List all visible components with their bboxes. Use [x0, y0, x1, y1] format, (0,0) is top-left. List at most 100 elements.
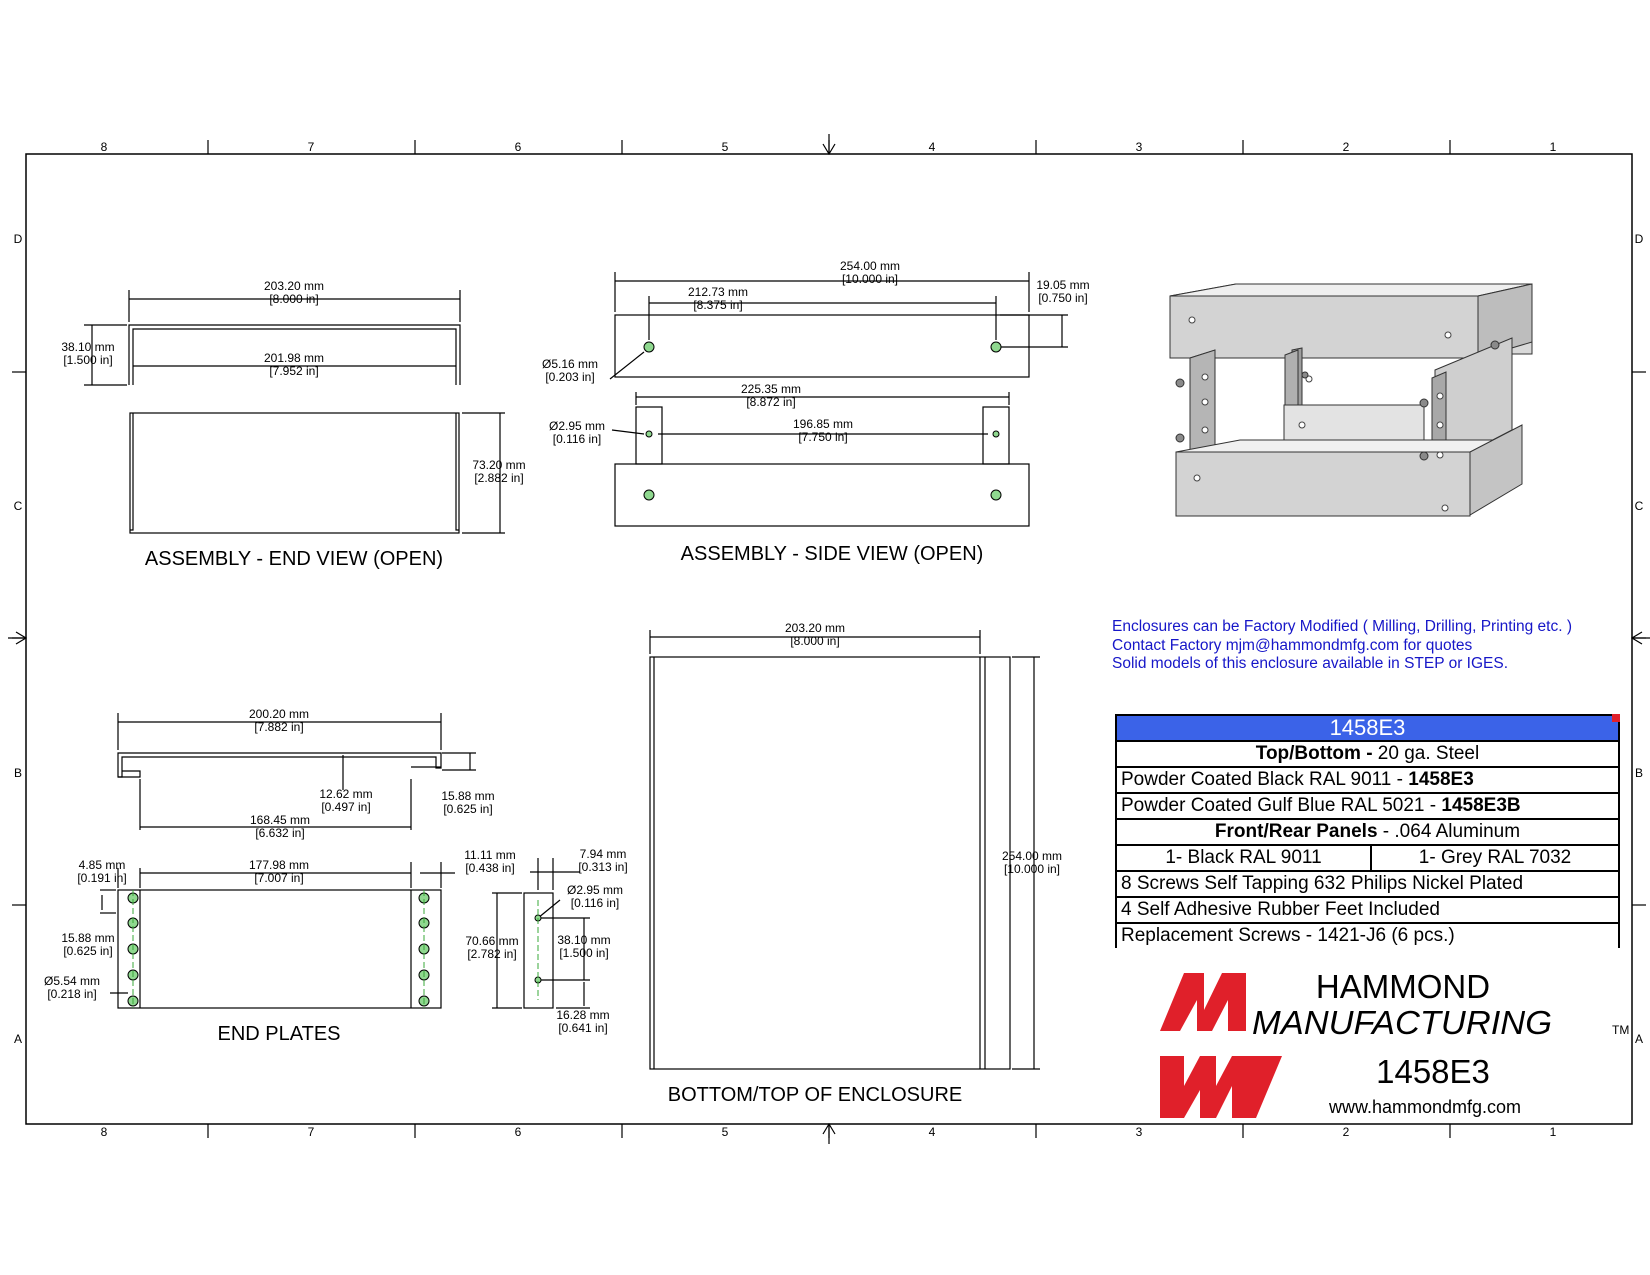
spec-row-top-bottom: Top/Bottom - 20 ga. Steel	[1115, 740, 1620, 768]
dim-side-flange-in: [0.313 in]	[578, 860, 627, 874]
dim-side-hole-dia: Ø5.16 mm	[542, 357, 598, 371]
spec-blue-part: 1458E3B	[1441, 795, 1521, 816]
dim-end-width: 203.20 mm	[264, 279, 324, 293]
side-view-drawing	[609, 272, 1068, 527]
end-plates-drawing	[100, 713, 590, 1009]
side-view-holes	[643, 341, 1002, 501]
dim-bottom-width: 203.20 mm	[785, 621, 845, 635]
logo-line1: HAMMOND	[1316, 968, 1490, 1005]
grid-col-label: 5	[722, 140, 729, 154]
dim-plate-span: 177.98 mm	[249, 858, 309, 872]
dim-plate-pitch: 15.88 mm	[61, 931, 114, 945]
spec-table: 1458E3 Top/Bottom - 20 ga. Steel Powder …	[1115, 714, 1620, 948]
dim-side-holes: 212.73 mm	[688, 285, 748, 299]
grid-col-label: 3	[1136, 140, 1143, 154]
grid-row-label: A	[14, 1032, 22, 1046]
dim-plate-inner-in: [6.632 in]	[255, 826, 304, 840]
grid-col-label: 2	[1343, 1125, 1350, 1139]
dim-plate-edge: 4.85 mm	[79, 858, 126, 872]
dim-plate-pitch-in: [0.625 in]	[63, 944, 112, 958]
bottom-view-title: BOTTOM/TOP OF ENCLOSURE	[668, 1084, 963, 1106]
grid-row-label: B	[1635, 766, 1643, 780]
dim-side-holes-span: 38.10 mm	[557, 933, 610, 947]
grid-col-label: 5	[722, 1125, 729, 1139]
grid-col-label: 8	[101, 1125, 108, 1139]
spec-panel-black: 1- Black RAL 9011	[1115, 844, 1372, 872]
dim-side-hole-in: [0.116 in]	[571, 896, 619, 910]
dim-end-inner-in: [7.952 in]	[269, 364, 318, 378]
spec-top-bottom-value: 20 ga. Steel	[1372, 743, 1480, 764]
logo-part-number: 1458E3	[1376, 1053, 1490, 1090]
note-line: Solid models of this enclosure available…	[1112, 655, 1509, 672]
grid-row-label: B	[14, 766, 22, 780]
logo-url: www.hammondmfg.com	[1328, 1097, 1521, 1117]
dim-plate-length: 200.20 mm	[249, 707, 309, 721]
spec-header: 1458E3	[1115, 714, 1620, 742]
dim-side-length: 254.00 mm	[840, 259, 900, 273]
dim-end-width-in: [8.000 in]	[269, 292, 318, 306]
spec-row-black: Powder Coated Black RAL 9011 - 1458E3	[1115, 766, 1620, 794]
dim-side-flange: 7.94 mm	[580, 847, 627, 861]
side-view-title: ASSEMBLY - SIDE VIEW (OPEN)	[681, 543, 984, 565]
dim-bottom-width-in: [8.000 in]	[790, 634, 839, 648]
dim-plate-length-in: [7.882 in]	[254, 720, 303, 734]
dim-end-height-in: [1.500 in]	[63, 353, 112, 367]
dim-plate-flange: 12.62 mm	[319, 787, 372, 801]
dim-end-total: 73.20 mm	[472, 458, 525, 472]
spec-panels-value: - .064 Aluminum	[1377, 821, 1521, 842]
note-line: Contact Factory mjm@hammondmfg.com for q…	[1112, 636, 1473, 654]
dim-side-holes-span-in: [1.500 in]	[559, 946, 608, 960]
spec-row-panels: Front/Rear Panels - .064 Aluminum	[1115, 818, 1620, 846]
grid-row-label: C	[14, 499, 23, 513]
bottom-view-drawing	[649, 630, 1040, 1070]
dim-plate-tall-in: [2.782 in]	[467, 947, 516, 961]
spec-blue-text: Powder Coated Gulf Blue RAL 5021 -	[1121, 795, 1442, 816]
factory-notes: Enclosures can be Factory Modified ( Mil…	[1112, 618, 1572, 674]
grid-col-label: 1	[1550, 1125, 1557, 1139]
dim-side-small-spacing: 196.85 mm	[793, 417, 853, 431]
spec-panel-grey: 1- Grey RAL 7032	[1370, 844, 1620, 872]
dim-side-bottom-in: [0.641 in]	[558, 1021, 607, 1035]
dim-plate-span-in: [7.007 in]	[254, 871, 303, 885]
grid-row-label: D	[14, 232, 23, 246]
logo-tm: TM	[1612, 1023, 1629, 1037]
center-markers	[8, 134, 1650, 1144]
dim-bottom-length-in: [10.000 in]	[1004, 862, 1060, 876]
dim-plate-hole-dia: Ø5.54 mm	[44, 974, 100, 988]
dim-end-total-in: [2.882 in]	[474, 471, 523, 485]
grid-col-label: 4	[929, 1125, 936, 1139]
grid-col-label: 4	[929, 140, 936, 154]
dim-plate-edge-in: [0.191 in]	[77, 871, 126, 885]
spec-black-part: 1458E3	[1408, 769, 1474, 790]
dim-side-small-hole: Ø2.95 mm	[549, 419, 605, 433]
dim-side-length-in: [10.000 in]	[842, 272, 898, 286]
spec-row-feet: 4 Self Adhesive Rubber Feet Included	[1115, 896, 1620, 924]
spec-panels-label: Front/Rear Panels	[1214, 821, 1378, 842]
dim-plate-height-in: [0.625 in]	[443, 802, 492, 816]
dim-side-plates-in: [8.872 in]	[746, 395, 795, 409]
grid-col-label: 6	[515, 140, 522, 154]
dim-side-holes-in: [8.375 in]	[693, 298, 742, 312]
grid-row-label: A	[1635, 1032, 1643, 1046]
spec-row-blue: Powder Coated Gulf Blue RAL 5021 - 1458E…	[1115, 792, 1620, 820]
grid-row-label: C	[1635, 499, 1644, 513]
corner-mark	[1612, 714, 1620, 722]
dim-plate-flange-in: [0.497 in]	[321, 800, 370, 814]
dim-side-hole-offset-in: [0.750 in]	[1038, 291, 1087, 305]
dim-plate-right-in: [0.438 in]	[465, 861, 514, 875]
spec-row-replacement: Replacement Screws - 1421-J6 (6 pcs.)	[1115, 922, 1620, 948]
grid-col-label: 3	[1136, 1125, 1143, 1139]
end-view-title: ASSEMBLY - END VIEW (OPEN)	[145, 548, 443, 570]
grid-col-label: 7	[308, 140, 315, 154]
spec-top-bottom-label: Top/Bottom -	[1255, 743, 1373, 764]
logo-line2: MANUFACTURING	[1252, 1004, 1552, 1041]
dim-plate-hole-dia-in: [0.218 in]	[47, 987, 96, 1001]
end-plates-title: END PLATES	[218, 1023, 341, 1045]
dim-side-hole-offset: 19.05 mm	[1036, 278, 1089, 292]
dim-end-inner: 201.98 mm	[264, 351, 324, 365]
dim-plate-inner: 168.45 mm	[250, 813, 310, 827]
dim-side-small-hole-in: [0.116 in]	[553, 432, 601, 446]
enclosure-3d-illustration	[1169, 283, 1533, 517]
dim-side-hole: Ø2.95 mm	[567, 883, 623, 897]
